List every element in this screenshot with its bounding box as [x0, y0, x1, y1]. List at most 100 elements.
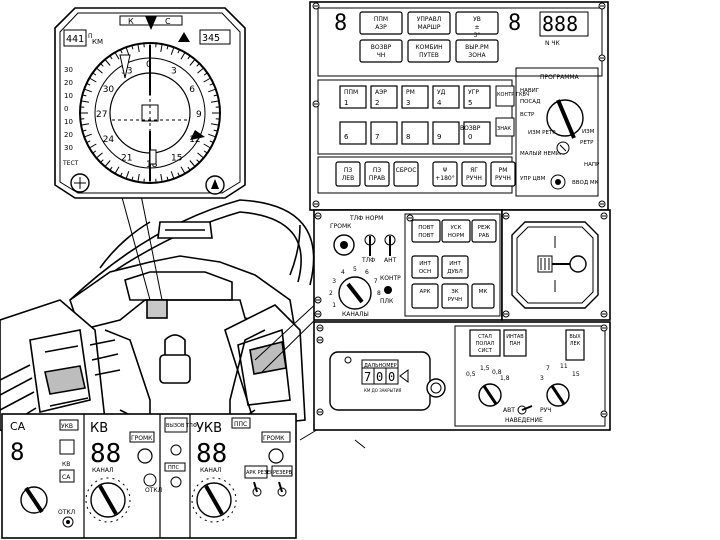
compass-tick [213, 129, 218, 132]
compass-tick [180, 166, 186, 174]
tlf-toggle[interactable] [364, 234, 376, 256]
keypad-key-label: УГР [468, 89, 479, 96]
nav-function-button[interactable] [364, 161, 390, 187]
ukv-volume-knob[interactable] [268, 448, 284, 464]
seg-mk: 888 [542, 12, 578, 36]
vozvr-label: ВОЗВР [460, 125, 481, 132]
program-mode-label: ИЗМ РЕТР [528, 130, 556, 136]
keypad-key[interactable] [463, 85, 491, 109]
ark-rezerv-label: АРК РЕЗЕРВ [246, 470, 277, 476]
rk-mode-button[interactable] [411, 219, 441, 243]
ukv-toggle-1[interactable] [252, 481, 262, 497]
kv-otkl-toggle[interactable] [143, 473, 157, 487]
keypad-key[interactable] [339, 85, 367, 109]
compass-tick [189, 59, 196, 66]
compass-tick [203, 77, 211, 83]
compass-side-number: 20 [64, 131, 73, 139]
rk-mode-button[interactable] [441, 255, 469, 279]
keypad-key[interactable] [339, 121, 367, 145]
keypad-key[interactable] [370, 85, 398, 109]
compass-tick [160, 43, 163, 53]
range-left-number: 0,5 [466, 371, 476, 378]
compass-tick [84, 133, 92, 138]
keypad-key[interactable] [432, 121, 460, 145]
kv-title: КВ [90, 421, 108, 436]
rf-mode-button-label: ВЫХ [569, 334, 581, 340]
compass-heading-number: 12 [189, 135, 200, 145]
compass-tick [100, 159, 104, 163]
heading-label-s: С [165, 17, 171, 26]
keypad-key[interactable] [463, 121, 491, 145]
compass-tick [109, 55, 113, 60]
program-mode-label: ВСТР [520, 112, 535, 118]
rf-mode-button[interactable] [503, 329, 527, 357]
ca-ca-label: СА [62, 474, 71, 481]
nav-function-button[interactable] [461, 161, 487, 187]
rk-mode-button-label: ПОВТ [418, 233, 434, 239]
range-right-number: 3 [540, 375, 544, 382]
keypad-key[interactable] [401, 85, 429, 109]
rk-mode-button[interactable] [471, 283, 495, 309]
nav-function-button-label: Ψ [443, 167, 448, 174]
ant-toggle[interactable] [384, 234, 396, 256]
rk-mode-button[interactable] [411, 255, 439, 279]
rk-mode-button-label: РУЧН [448, 297, 463, 303]
nav-mode-button[interactable] [359, 11, 403, 35]
center-knob[interactable] [170, 476, 182, 488]
kontr-button[interactable] [384, 286, 392, 294]
rf-mode-button-label: ПАН [510, 341, 521, 347]
range-digit-2: 0 [376, 370, 383, 384]
compass-tick [119, 49, 123, 54]
nav-mode-button[interactable] [455, 39, 499, 63]
rf-mode-button[interactable] [469, 329, 501, 357]
rf-mode-button-label: ЛЕК [570, 341, 581, 347]
rk-mode-button[interactable] [471, 219, 497, 243]
compass-heading-number: 6 [189, 85, 195, 95]
center-button[interactable] [170, 444, 182, 456]
compass-tick [197, 67, 204, 74]
ukv-title: УКВ [196, 421, 222, 436]
nav-mode-button[interactable] [359, 39, 403, 63]
nav-function-button[interactable] [432, 161, 458, 187]
nav-mode-button-label: ВЫР.РМ [465, 44, 489, 51]
compass-side-number: 30 [64, 144, 73, 152]
compass-tick [209, 82, 214, 86]
compass-side-number: 30 [64, 66, 73, 74]
nav-mode-button[interactable] [407, 11, 451, 35]
rk-mode-button[interactable] [411, 283, 439, 309]
nav-function-button[interactable] [393, 161, 419, 187]
rk-mode-button[interactable] [441, 219, 471, 243]
nav-function-button[interactable] [335, 161, 361, 187]
nav-function-button[interactable] [490, 161, 516, 187]
kv-otkl-label: ОТКЛ [145, 487, 162, 494]
rk-mode-button-label: ПОВТ [418, 225, 434, 231]
kv-volume-knob[interactable] [137, 448, 153, 464]
nav-function-button-label: ПЗ [373, 167, 382, 174]
range-right-number: 7 [546, 365, 550, 372]
compass-tick [109, 166, 113, 171]
avt-ruch-toggle[interactable] [517, 405, 533, 415]
keypad-key[interactable] [432, 85, 460, 109]
radio-panel: СА 8 УКВ КВ СА ОТКЛ КВ 88 ГРОМК КАНАЛ ОТ… [1, 413, 297, 539]
keypad-key[interactable] [370, 121, 398, 145]
rf-mode-button[interactable] [565, 329, 585, 361]
compass-tick [208, 88, 216, 93]
compass-heading-number: 3 [171, 67, 177, 77]
ukv-pps-label: ППС [234, 421, 247, 428]
keypad-key[interactable] [401, 121, 429, 145]
nav-mode-button-label: ППМ [374, 16, 388, 23]
compass-tick [80, 100, 90, 103]
nav-mode-button[interactable] [407, 39, 451, 63]
range-knob[interactable] [426, 378, 446, 398]
ukv-gromk-label: ГРОМК [263, 435, 285, 442]
indicator-knob[interactable] [569, 255, 587, 273]
rk-mode-button[interactable] [441, 283, 469, 309]
rk-mode-button-label: РЕЖ [478, 225, 491, 231]
ca-button[interactable] [59, 439, 75, 455]
compass-tick [89, 143, 97, 149]
kanaly-label: КАНАЛЫ [342, 311, 369, 318]
ukv-toggle-2[interactable] [277, 481, 287, 497]
nav-mode-button[interactable] [455, 11, 499, 35]
compass-tick [209, 140, 214, 144]
compass-tick [131, 176, 134, 181]
